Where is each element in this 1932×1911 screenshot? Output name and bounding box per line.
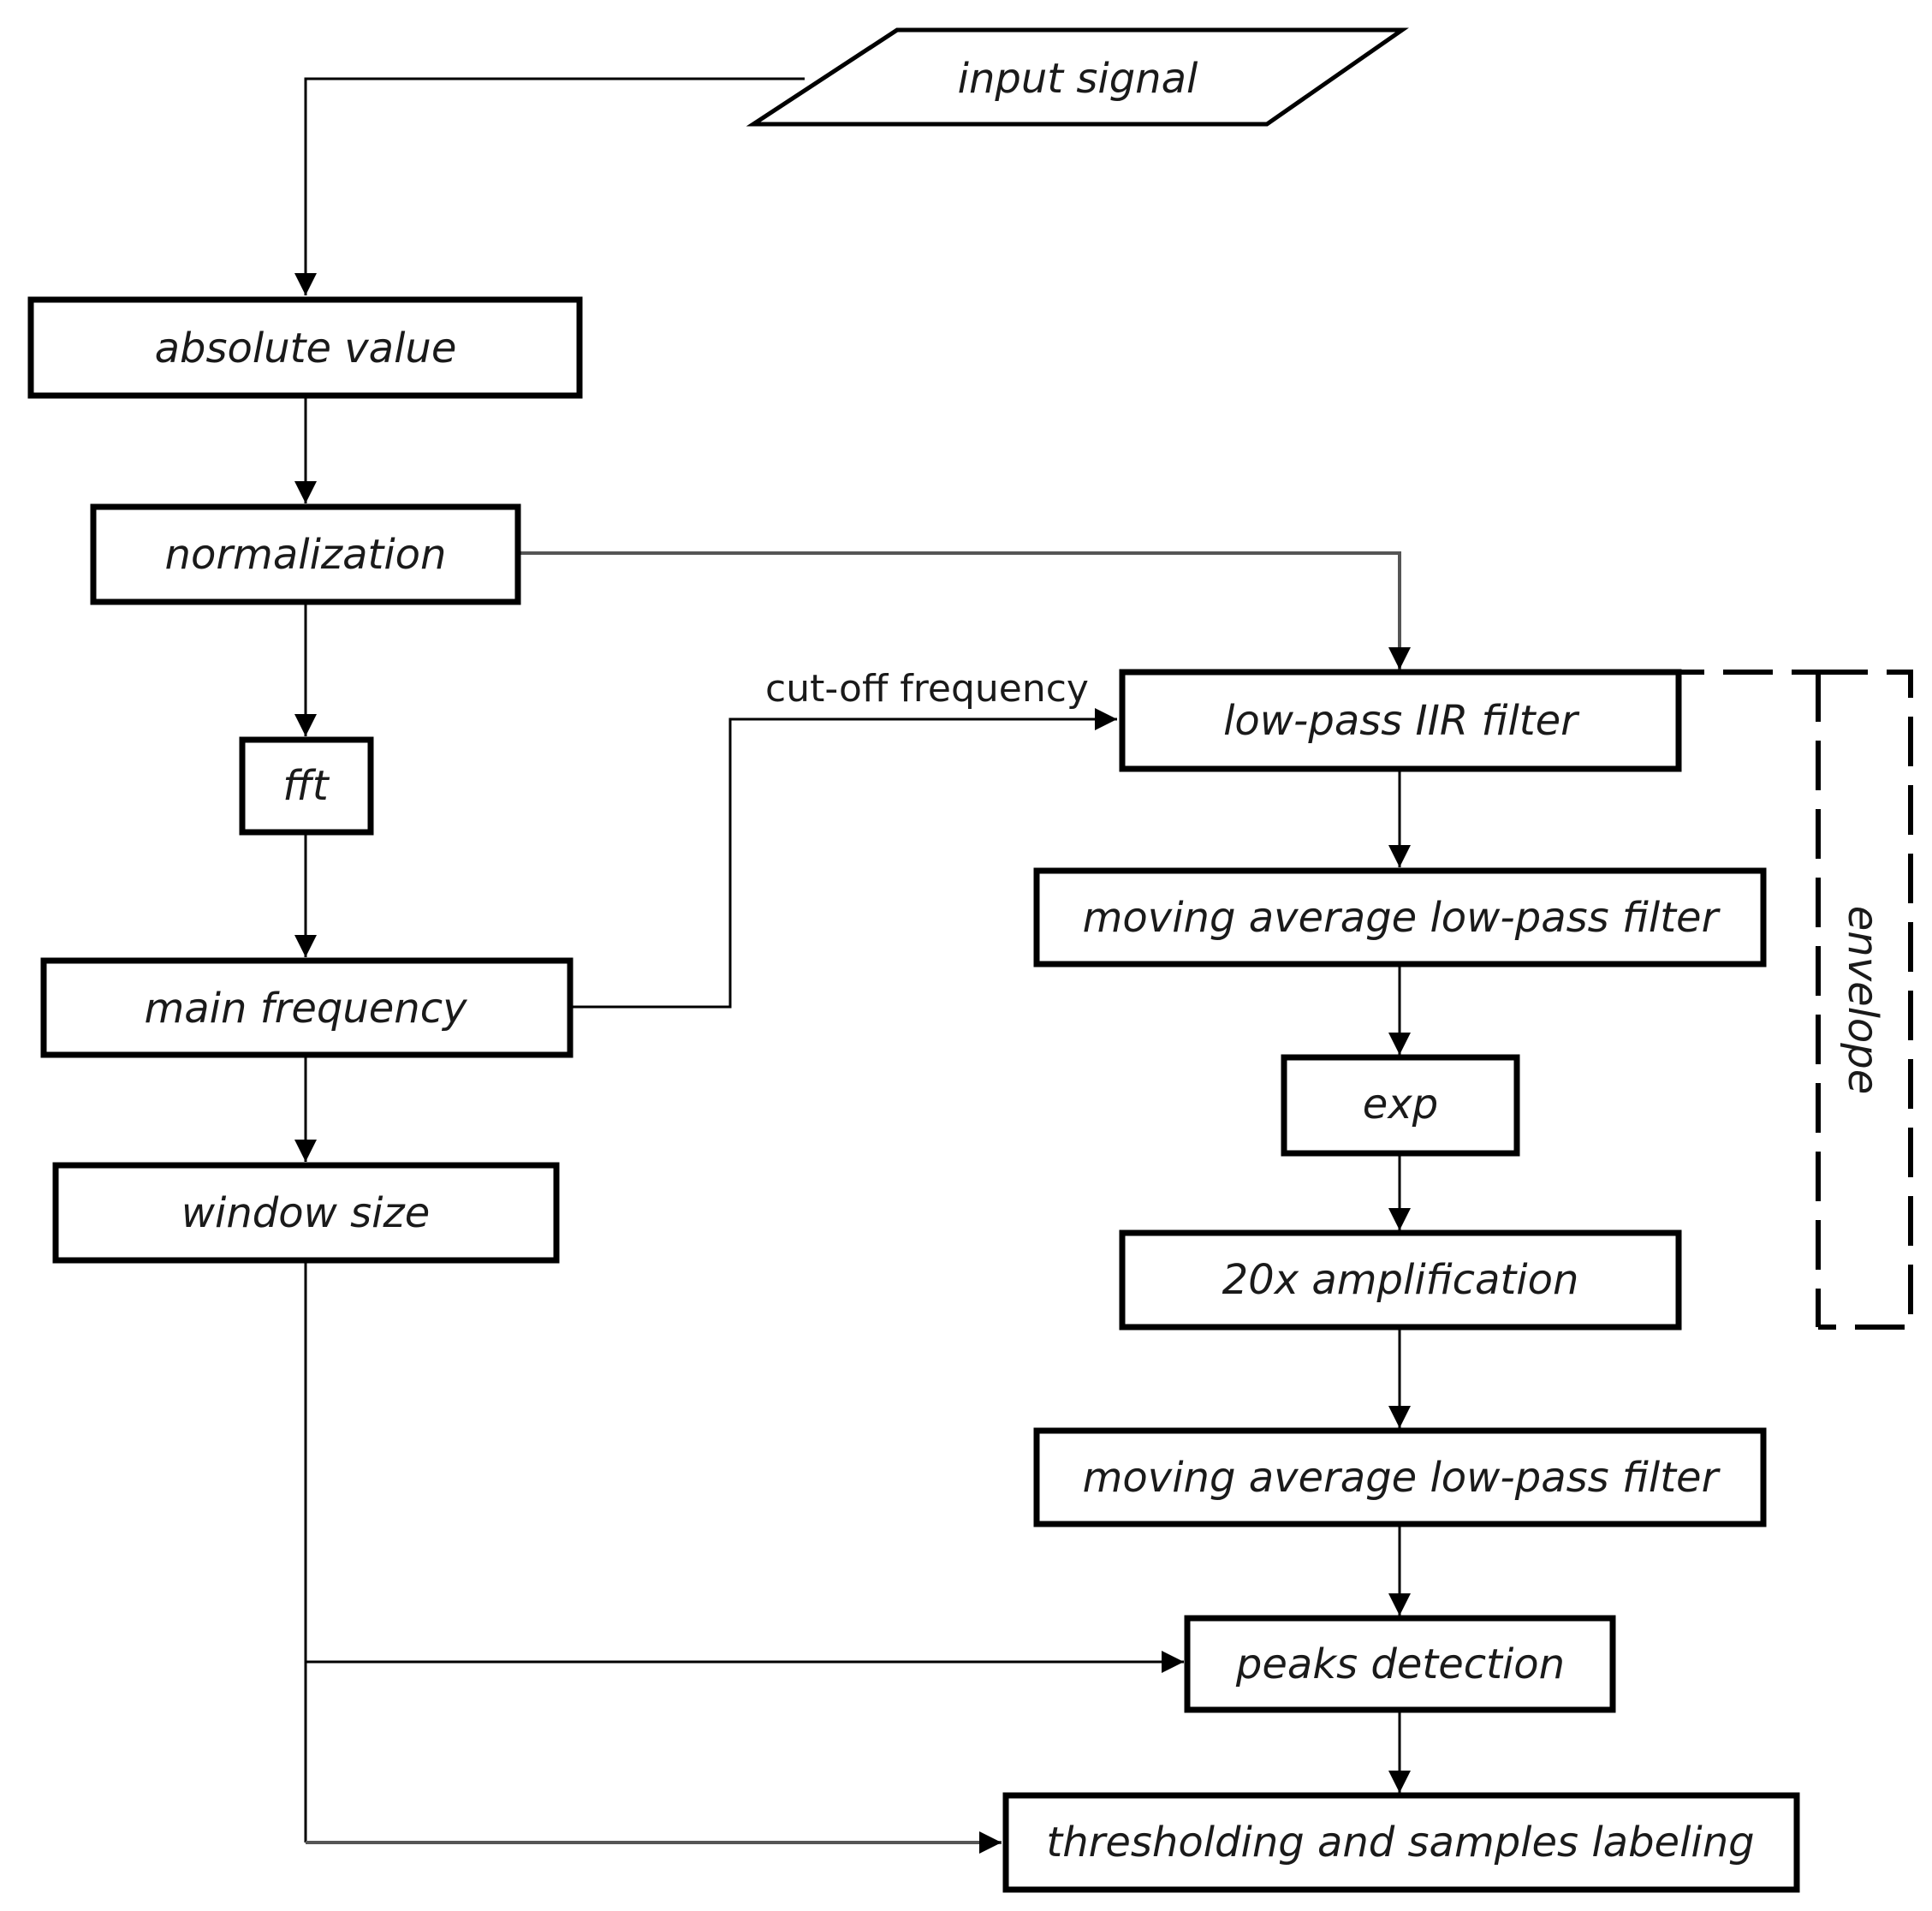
node-thresholding-label: thresholding and samples labeling [1046, 1819, 1754, 1866]
envelope-label: envelope [1839, 906, 1887, 1095]
edge-input-to-absolute [294, 77, 805, 295]
node-input-signal: input signal [746, 27, 1409, 127]
node-peaks-detection: peaks detection [1184, 1615, 1616, 1713]
node-fft-label: fft [282, 762, 330, 810]
envelope-group: envelope [1655, 670, 1913, 1330]
node-window-size-label: window size [181, 1189, 430, 1237]
node-moving-average-2: moving average low-pass filter [1033, 1427, 1767, 1527]
node-moving-average-2-label: moving average low-pass filter [1083, 1454, 1721, 1502]
node-normalization-label: normalization [165, 531, 447, 579]
node-fft: fft [239, 736, 374, 836]
edge-label-cutoff: cut-off frequency [765, 667, 1089, 711]
node-absolute-value: absolute value [27, 296, 583, 399]
node-low-pass-iir: low-pass IIR filter [1119, 669, 1682, 772]
node-window-size: window size [52, 1162, 560, 1264]
node-amplification-label: 20x amplification [1222, 1256, 1579, 1304]
edge-normalization-to-iir [518, 551, 1411, 670]
node-moving-average-1-label: moving average low-pass filter [1083, 894, 1721, 942]
node-main-frequency: main frequency [40, 957, 574, 1058]
node-low-pass-iir-label: low-pass IIR filter [1223, 697, 1580, 745]
edge-mainfreq-to-iir [570, 708, 1117, 1009]
node-main-frequency-label: main frequency [145, 985, 468, 1033]
node-thresholding: thresholding and samples labeling [1002, 1792, 1800, 1893]
node-absolute-value-label: absolute value [155, 324, 457, 372]
node-peaks-detection-label: peaks detection [1235, 1640, 1565, 1688]
node-normalization: normalization [90, 503, 521, 605]
node-input-signal-label: input signal [958, 55, 1198, 103]
node-exp-label: exp [1363, 1081, 1438, 1128]
node-exp: exp [1281, 1054, 1520, 1157]
node-moving-average-1: moving average low-pass filter [1033, 867, 1767, 967]
node-amplification: 20x amplification [1119, 1229, 1682, 1331]
